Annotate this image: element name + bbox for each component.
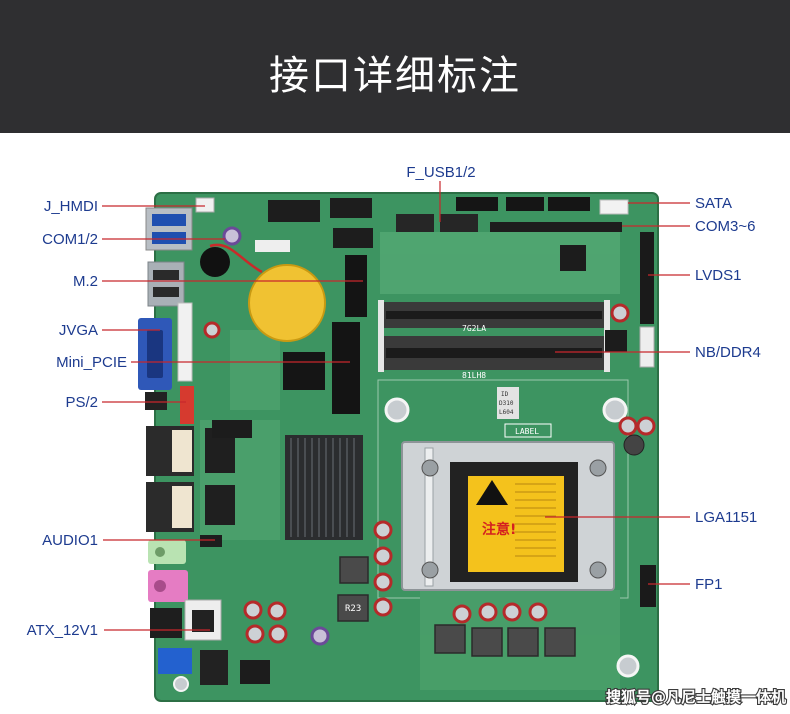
socket-screw: [589, 459, 607, 477]
top-header-a: [268, 200, 320, 222]
socket-screw: [421, 459, 439, 477]
sim-slot: [283, 352, 325, 390]
label-mini-pcie: Mini_PCIE: [56, 354, 127, 371]
capacitor-purple: [310, 626, 330, 646]
id-tag: [497, 387, 519, 419]
round-inductor: [623, 434, 645, 456]
capacitor-purple: [222, 226, 242, 246]
hdmi-port-upper: [152, 214, 186, 226]
inductor-r23-text: R23: [345, 604, 361, 614]
heatsink-fins: [290, 438, 355, 537]
page-title: 接口详细标注: [269, 53, 521, 99]
ic-chip: [240, 660, 270, 684]
ic-chip: [605, 330, 627, 352]
inductor-r23: [337, 594, 369, 622]
usb-port-inner: [153, 270, 179, 280]
ddr4-slot-2-channel: [386, 348, 602, 358]
f-usb-header-1: [396, 214, 434, 232]
label-com1-2: COM1/2: [42, 231, 98, 248]
lan-port-1-sticker: [172, 430, 192, 472]
socket-warning-text: 注意!: [482, 521, 516, 538]
label-box-text: LABEL: [515, 427, 539, 436]
fp1-header: [640, 565, 656, 607]
mini-pcie-slot: [332, 322, 360, 414]
ic-chip: [212, 420, 252, 438]
buzzer: [200, 247, 230, 277]
hdmi-port-lower: [152, 232, 186, 244]
audio-jack-pink-hole: [154, 580, 166, 592]
label-sata: SATA: [695, 195, 732, 212]
callout-lines: [102, 181, 690, 631]
label-lga1151: LGA1151: [695, 509, 757, 526]
label-m2: M.2: [73, 273, 98, 290]
sata-power-connector: [599, 199, 629, 215]
audio-header: [200, 535, 222, 547]
header-banner: 接口详细标注: [0, 0, 790, 133]
audio-jack-green-hole: [155, 547, 165, 557]
socket-label-lines: [515, 483, 556, 557]
label-lvds1: LVDS1: [695, 267, 741, 284]
mounting-hole: [384, 397, 410, 423]
label-j-hmdi: J_HMDI: [44, 198, 98, 215]
inductors: [339, 556, 576, 657]
jvga-header: [177, 302, 193, 382]
audio-jack-pink: [148, 570, 188, 602]
m2-slot: [345, 255, 367, 317]
cpu-socket-lever: [424, 447, 434, 587]
mounting-hole: [602, 397, 628, 423]
label-fp1: FP1: [695, 576, 723, 593]
warning-triangle-icon: [476, 480, 508, 505]
label-f-usb1-2: F_USB1/2: [406, 164, 475, 181]
mounting-hole: [173, 676, 189, 692]
label-jvga: JVGA: [59, 322, 98, 339]
sata-connector-3: [548, 197, 590, 211]
f-usb-header-2: [440, 214, 478, 232]
socket-screw: [421, 561, 439, 579]
id-tag-line-3: L604: [499, 409, 514, 416]
vga-connector-inner: [147, 330, 163, 378]
sata-connector-2: [506, 197, 544, 211]
label-nb-ddr4: NB/DDR4: [695, 344, 761, 361]
chipset-heatsink: [285, 435, 363, 540]
label-audio1: AUDIO1: [42, 532, 98, 549]
ps2-header: [180, 386, 194, 424]
atx-12v-pins: [192, 610, 214, 632]
white-header-top: [255, 240, 290, 252]
com3-6-header: [490, 222, 622, 232]
battery-wire: [209, 243, 263, 274]
ddr-silkscreen-a: 7G2LA: [462, 324, 486, 333]
top-header-b: [330, 198, 372, 218]
label-box: [504, 423, 552, 438]
usb-stack: [147, 261, 185, 307]
j-hdmi-connector: [195, 197, 215, 213]
mounting-hole: [616, 654, 640, 678]
blue-terminal-block: [158, 648, 192, 674]
ddr4-latch-left: [378, 300, 384, 372]
label-atx-12v1: ATX_12V1: [27, 622, 98, 639]
ddr4-slot-1-channel: [386, 311, 602, 319]
lan-port-2-sticker: [172, 486, 192, 528]
top-header-c: [333, 228, 373, 248]
black-connector-bottom: [200, 650, 228, 685]
atx-power-block: [150, 608, 182, 638]
watermark: 搜狐号@凡尼士触摸一体机: [606, 688, 786, 706]
id-tag-line-2: D310: [499, 400, 514, 407]
socket-screw: [589, 561, 607, 579]
label-com3-6: COM3~6: [695, 218, 755, 235]
lan-transformer-2: [205, 485, 235, 525]
audio-jack-green: [148, 540, 186, 564]
usb-port-inner-2: [153, 287, 179, 297]
ps2-jack: [145, 392, 167, 410]
ic-chip: [560, 245, 586, 271]
id-tag-line-1: ID: [501, 391, 509, 398]
sata-connector-1: [456, 197, 498, 211]
label-ps2: PS/2: [65, 394, 98, 411]
nb-connector: [639, 326, 655, 368]
capacitors: [203, 303, 656, 644]
ddr-silkscreen-b: 81LH8: [462, 371, 486, 380]
lvds-connector: [640, 232, 654, 324]
coin-battery: [248, 264, 326, 342]
